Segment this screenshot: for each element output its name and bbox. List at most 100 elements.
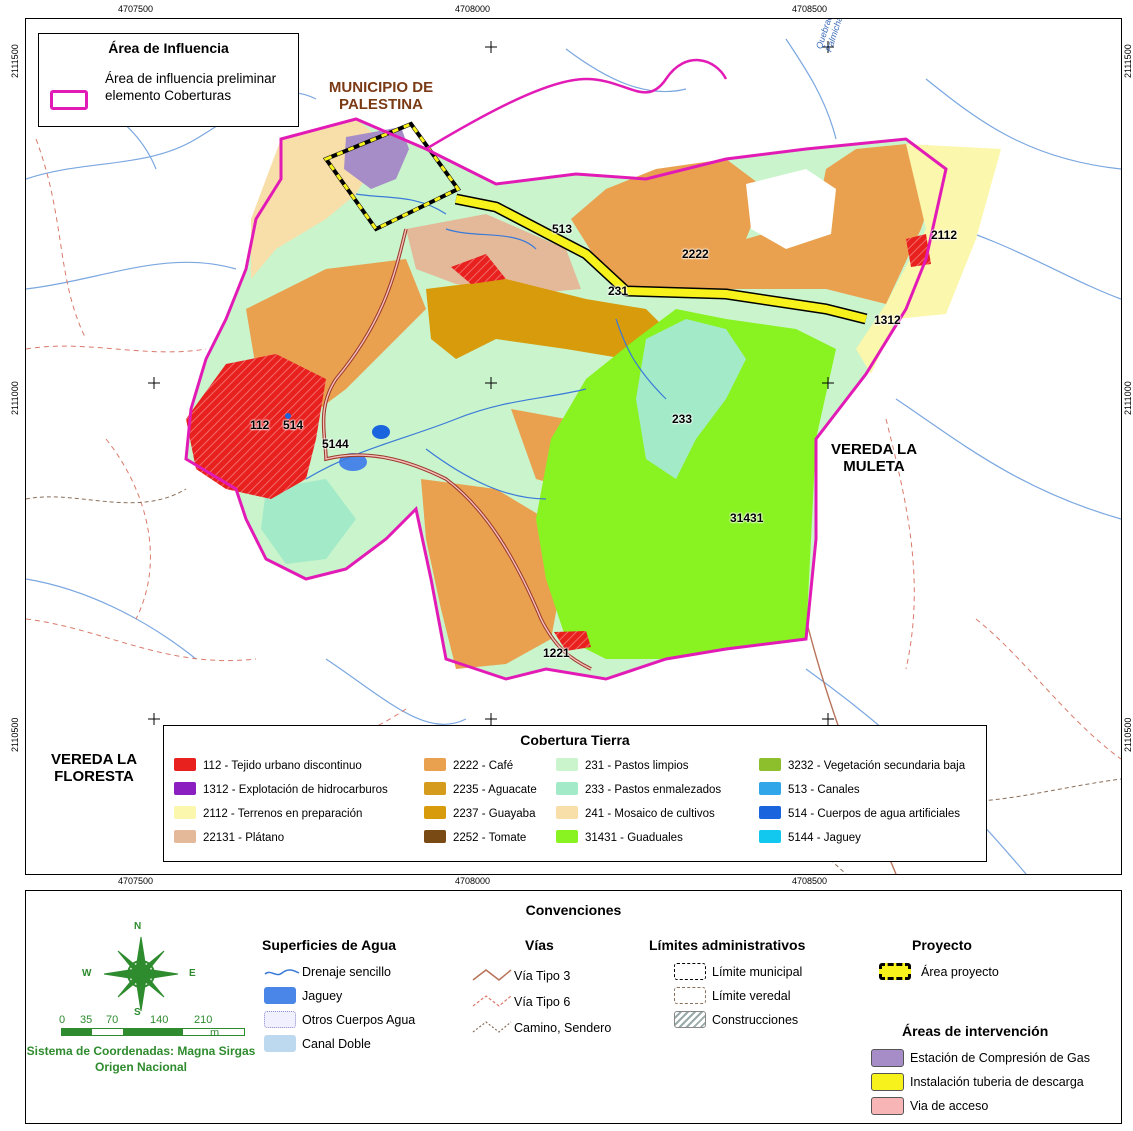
coverage-legend-item: 112 - Tejido urbano discontinuo (174, 758, 362, 772)
influence-legend-text: Área de influencia preliminar elemento C… (105, 71, 277, 103)
pond-514 (285, 413, 291, 419)
road-type6-icon (472, 995, 512, 1007)
pastos-enmalezados-southwest (261, 479, 356, 564)
coverage-swatch (174, 782, 196, 795)
intervention-heading: Áreas de intervención (902, 1023, 1049, 1039)
y-tick-right-1: 2111500 (1123, 44, 1133, 78)
x-tick-top-3: 4708500 (792, 4, 828, 14)
coverage-swatch (174, 806, 196, 819)
urban-area-west (186, 354, 326, 499)
coverage-swatch (556, 758, 578, 771)
coverage-label: 3232 - Vegetación secundaria baja (788, 760, 966, 772)
coverage-legend-item: 2235 - Aguacate (424, 782, 537, 796)
coverage-swatch (759, 758, 781, 771)
scale-tick-140: 140 (150, 1014, 169, 1026)
scale-tick-70: 70 (106, 1014, 119, 1026)
coverage-legend-item: 514 - Cuerpos de agua artificiales (759, 806, 960, 820)
coverage-swatch (759, 806, 781, 819)
y-tick-right-2: 2111000 (1123, 381, 1133, 415)
platano-region (406, 214, 581, 294)
coverage-legend-item: 513 - Canales (759, 782, 860, 796)
coverage-legend-item: 1312 - Explotación de hidrocarburos (174, 782, 388, 796)
road-item-type3: Vía Tipo 3 (514, 969, 571, 983)
scale-unit: m (210, 1027, 220, 1039)
intervention-swatch-access (871, 1097, 904, 1115)
intervention-swatch-pipeline (871, 1073, 904, 1091)
coverage-legend-item: 3232 - Vegetación secundaria baja (759, 758, 965, 772)
coverage-swatch (424, 806, 446, 819)
compass-w: W (82, 968, 92, 979)
grid-crosses (148, 41, 834, 725)
coverage-label: 514 - Cuerpos de agua artificiales (788, 808, 960, 820)
project-area-dash (323, 122, 461, 231)
coverage-label: 22131 - Plátano (203, 832, 285, 844)
map-label-31431: 31431 (730, 511, 764, 525)
coverage-label: 2252 - Tomate (453, 832, 527, 844)
coverage-swatch (424, 830, 446, 843)
coverage-swatch (556, 806, 578, 819)
y-tick-right-3: 2110500 (1123, 717, 1133, 752)
other-water-swatch (264, 1011, 296, 1028)
coverage-legend-title: Cobertura Tierra (520, 732, 630, 748)
water-item-canal: Canal Doble (302, 1037, 371, 1051)
coverage-label: 231 - Pastos limpios (585, 760, 689, 772)
coverage-swatch (174, 758, 196, 771)
compass-e: E (189, 968, 196, 979)
y-tick-left-3: 2110500 (10, 717, 20, 752)
coverage-legend-item: 2252 - Tomate (424, 830, 526, 844)
scale-bar (61, 1028, 245, 1036)
coverage-label: 241 - Mosaico de cultivos (585, 808, 715, 820)
trail-icon (472, 1021, 512, 1033)
coverage-legend-item: 5144 - Jaguey (759, 830, 861, 844)
project-item-area: Área proyecto (921, 965, 999, 979)
coverage-label: 2222 - Café (453, 760, 514, 772)
scale-tick-0: 0 (59, 1014, 66, 1026)
map-label-112: 112 (250, 418, 270, 432)
coverage-swatch (174, 830, 196, 843)
coverage-swatch (556, 782, 578, 795)
coverage-label: 2237 - Guayaba (453, 808, 536, 820)
coverage-swatch (556, 830, 578, 843)
coverage-label: 2112 - Terrenos en preparación (203, 808, 363, 820)
pipeline (455, 195, 867, 323)
veredal-limit-swatch (674, 987, 706, 1004)
canal-swatch (264, 1035, 296, 1052)
map-label-2222: 2222 (682, 247, 709, 261)
cafe-region-north (571, 144, 941, 304)
coverage-legend-item: 2112 - Terrenos en preparación (174, 806, 362, 820)
compass-s: S (134, 1007, 141, 1018)
project-heading: Proyecto (912, 937, 972, 953)
pastos-enmalezados-region (636, 319, 746, 479)
conventions-title: Convenciones (525, 902, 622, 918)
map-canvas[interactable]: 2222 2112 513 231 1312 112 514 5144 233 … (25, 18, 1122, 875)
influence-border-north (425, 59, 728, 151)
excluded-area (746, 169, 836, 249)
coverage-legend-item: 31431 - Guaduales (556, 830, 683, 844)
coverage-swatch (759, 830, 781, 843)
access-road-inner (322, 228, 592, 670)
map-label-513: 513 (552, 222, 573, 236)
coverage-label: 5144 - Jaguey (788, 832, 861, 844)
map-label-231: 231 (608, 284, 629, 298)
coverage-swatch (424, 758, 446, 771)
scale-tick-35: 35 (80, 1014, 93, 1026)
x-tick-top-2: 4708000 (455, 4, 491, 14)
admin-item-municipal: Límite municipal (712, 965, 803, 979)
water-item-other: Otros Cuerpos Agua (302, 1013, 416, 1027)
intervention-item-gas: Estación de Compresión de Gas (910, 1051, 1090, 1065)
coverage-label: 2235 - Aguacate (453, 784, 537, 796)
municipal-limit-swatch (674, 963, 706, 980)
map-drawing (26, 38, 1121, 874)
cafe-region-south (421, 479, 566, 669)
map-label-514: 514 (283, 418, 304, 432)
admin-item-veredal: Límite veredal (712, 989, 791, 1003)
coverage-label: 112 - Tejido urbano discontinuo (203, 760, 362, 772)
jaguey-swatch (264, 987, 296, 1004)
intervention-item-access: Via de acceso (910, 1099, 989, 1113)
conventions-panel: Convenciones N S E W 0 35 70 140 (25, 890, 1122, 1124)
map-label-1312: 1312 (874, 313, 901, 327)
coverage-legend-item: 2222 - Café (424, 758, 513, 772)
map-label-1221: 1221 (543, 646, 570, 660)
constructions-swatch (674, 1011, 706, 1028)
influence-legend-title: Área de Influencia (108, 40, 229, 56)
